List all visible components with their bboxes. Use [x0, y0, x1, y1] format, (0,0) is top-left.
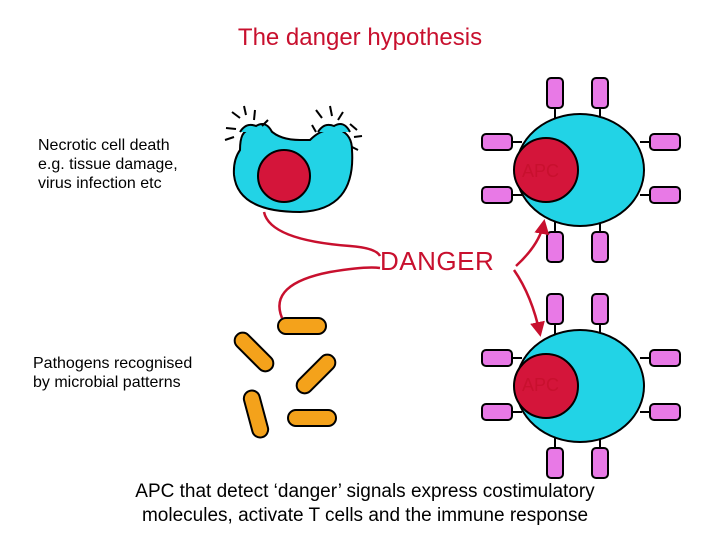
- apc-label-top: APC: [522, 161, 560, 181]
- apc-cell-top: [481, 77, 681, 263]
- arrows: [262, 211, 550, 337]
- pathogen-label: Pathogens recognised by microbial patter…: [33, 355, 193, 391]
- necrotic-cell: [224, 105, 363, 214]
- arrow-necrotic: [262, 211, 382, 257]
- caption: APC that detect ‘danger’ signals express…: [135, 481, 595, 526]
- page-title: The danger hypothesis: [237, 24, 483, 51]
- apc-nucleus-bottom: [513, 353, 579, 419]
- danger-label: DANGER: [380, 246, 495, 276]
- apc-label-bottom: APC: [522, 375, 560, 395]
- nucleus: [257, 149, 311, 203]
- arrow-to-apc-bottom: [512, 269, 545, 337]
- burst-lines: [224, 105, 363, 151]
- apc-cell-bottom: [481, 293, 681, 479]
- arrow-to-apc-top: [515, 219, 550, 267]
- apc-nucleus-top: [513, 137, 579, 203]
- pathogens: [233, 317, 337, 439]
- necrotic-cell-label: Necrotic cell death e.g. tissue damage, …: [38, 137, 178, 192]
- arrow-pathogen: [278, 266, 381, 319]
